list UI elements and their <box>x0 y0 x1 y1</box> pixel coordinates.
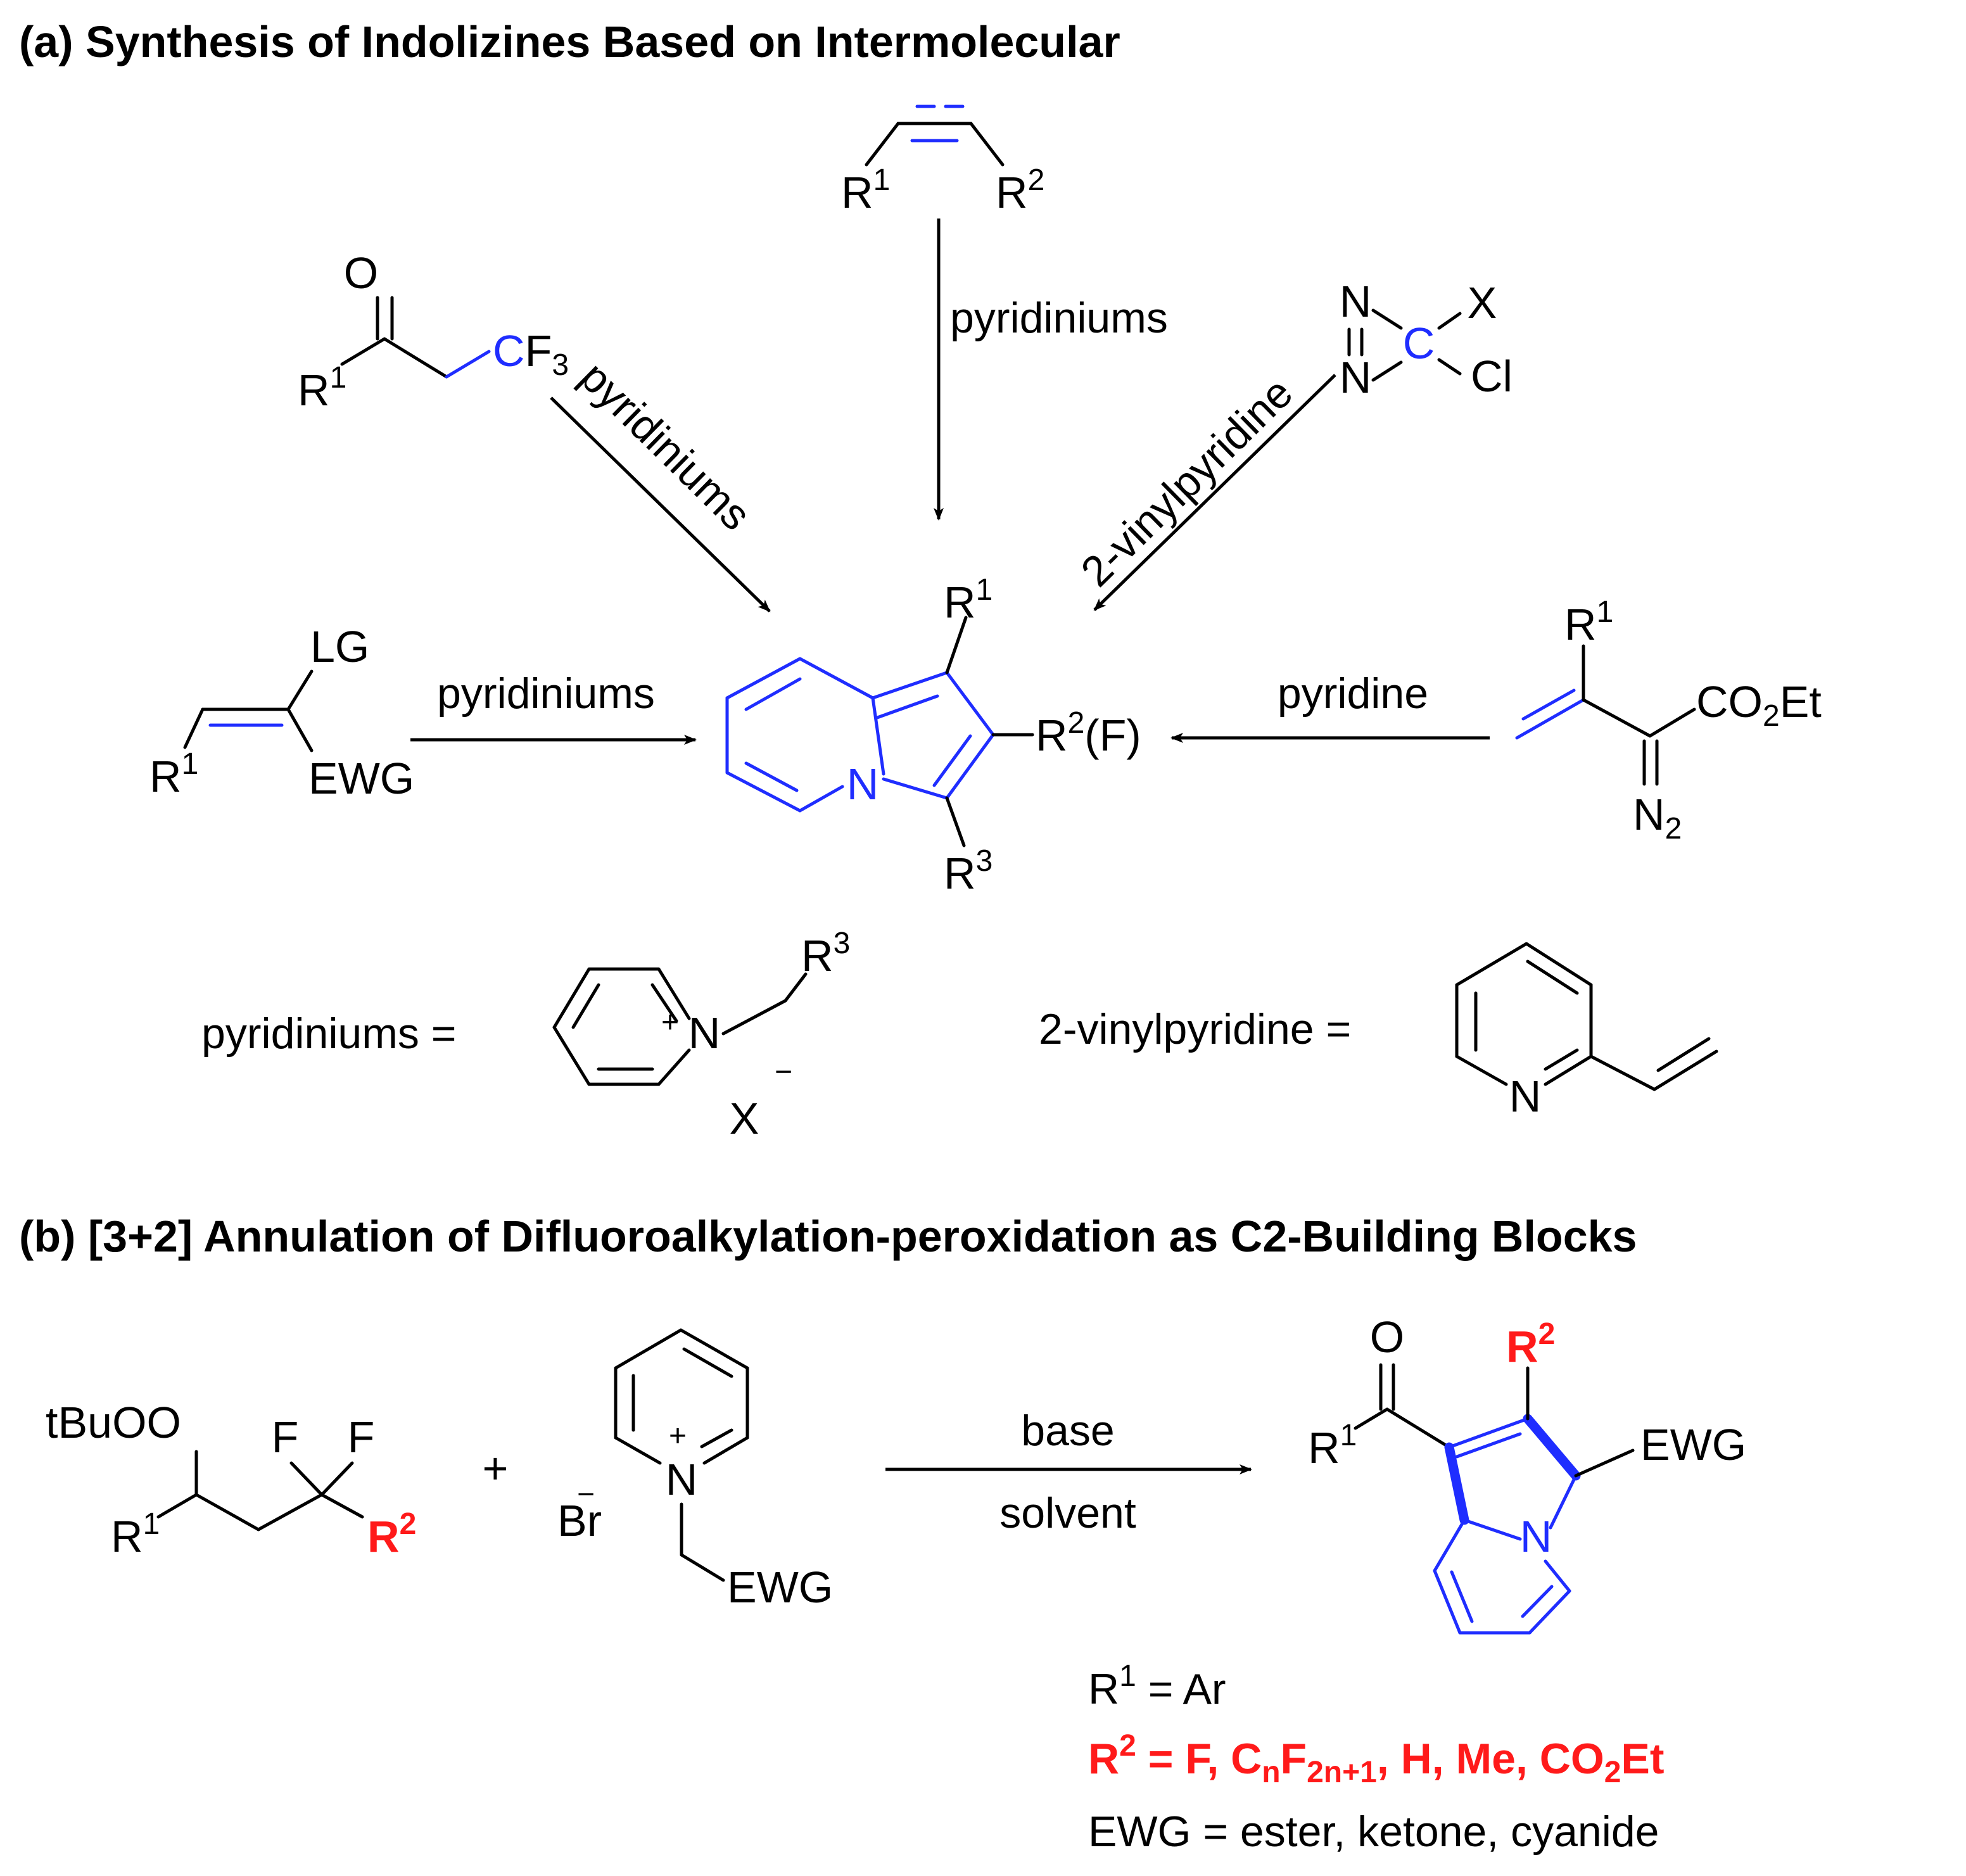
lg-ewg-alkene-substrate: LG EWG R1 <box>149 622 414 803</box>
condition-solvent: solvent <box>999 1489 1136 1537</box>
svg-text:EWG: EWG <box>1640 1420 1746 1469</box>
svg-text:N: N <box>1340 277 1372 326</box>
r1-label: R1 <box>1564 595 1613 649</box>
condition-base: base <box>1021 1407 1114 1455</box>
r1-label: R1 <box>298 361 346 415</box>
indolizine-product: N R1 R2(F) R3 <box>725 573 1141 898</box>
svg-text:F: F <box>348 1412 375 1462</box>
r2-label: R2 <box>996 163 1044 217</box>
label-pyridiniums-top: pyridiniums <box>950 294 1168 342</box>
svg-text:+: + <box>661 1006 679 1039</box>
difluoro-peroxide-substrate: tBuOO F F R1 R2 <box>46 1398 416 1561</box>
alkene-substrate: R1 R2 <box>841 105 1044 217</box>
svg-text:LG: LG <box>310 622 369 671</box>
svg-text:N: N <box>847 759 879 809</box>
pyridiniums-definition-label: pyridiniums = <box>201 1010 457 1058</box>
svg-text:N: N <box>688 1008 721 1058</box>
svg-text:X: X <box>1468 278 1497 327</box>
r2-highlight-label: R2 <box>367 1507 416 1561</box>
panel-a-title: (a) Synthesis of Indolizines Based on In… <box>19 17 1120 67</box>
svg-text:N: N <box>1509 1072 1542 1121</box>
svg-text:O: O <box>344 248 378 298</box>
r1-label: R1 <box>1308 1419 1357 1473</box>
arrow-diagonal-right <box>1093 374 1336 611</box>
r1-label: R1 <box>944 573 993 627</box>
svg-text:tBuOO: tBuOO <box>46 1398 181 1447</box>
svg-text:O: O <box>1370 1312 1404 1362</box>
svg-text:R3: R3 <box>801 927 850 980</box>
vinyl-diazo-ester-substrate: R1 CO2Et N2 <box>1515 595 1822 846</box>
acyl-indolizine-product: O R1 N R2 EWG <box>1308 1312 1746 1635</box>
svg-text:N: N <box>1520 1512 1552 1561</box>
svg-text:N: N <box>1340 353 1372 402</box>
svg-text:N2: N2 <box>1633 790 1682 846</box>
svg-text:N: N <box>666 1455 698 1504</box>
svg-text:Br: Br <box>557 1496 602 1545</box>
r1-label: R1 <box>841 163 890 217</box>
label-pyridine-right: pyridine <box>1278 669 1428 718</box>
note-ewg: EWG = ester, ketone, cyanide <box>1088 1808 1659 1856</box>
svg-text:−: − <box>577 1478 595 1511</box>
2-vinylpyridine-structure: N <box>1455 942 1718 1121</box>
svg-text:+: + <box>669 1419 687 1453</box>
arrow-diagonal-left <box>550 396 771 612</box>
panel-b-title: (b) [3+2] Annulation of Difluoroalkylati… <box>19 1212 1637 1261</box>
label-pyridiniums-left: pyridiniums <box>437 669 655 718</box>
svg-text:CF3: CF3 <box>493 326 569 382</box>
svg-text:−: − <box>775 1055 792 1089</box>
note-r2: R2 = F, CnF2n+1, H, Me, CO2Et <box>1088 1729 1664 1789</box>
svg-text:Cl: Cl <box>1471 352 1513 401</box>
plus-sign: + <box>483 1443 509 1493</box>
r1-label: R1 <box>149 747 198 801</box>
svg-text:X: X <box>730 1094 759 1143</box>
vinylpyridine-definition-label: 2-vinylpyridine = <box>1039 1005 1351 1053</box>
svg-text:CO2Et: CO2Et <box>1696 677 1822 733</box>
trifluoro-ketone-substrate: O R1 CF3 <box>298 248 569 415</box>
pyridinium-salt-structure: N + R3 X − <box>552 927 850 1143</box>
svg-text:F: F <box>272 1412 299 1462</box>
r2-highlight-label: R2 <box>1506 1317 1555 1371</box>
svg-text:EWG: EWG <box>727 1562 833 1612</box>
note-r1: R1 = Ar <box>1088 1659 1226 1713</box>
r3-label: R3 <box>944 844 993 898</box>
svg-text:EWG: EWG <box>308 754 414 803</box>
pyridinium-bromide-structure: N + EWG Br − <box>557 1328 833 1612</box>
label-2-vinylpyridine-diagonal: 2-vinylpyridine <box>1072 369 1302 596</box>
diazirine-substrate: N N C X Cl <box>1340 277 1513 402</box>
r2f-label: R2(F) <box>1036 706 1141 760</box>
r1-label: R1 <box>111 1507 160 1561</box>
svg-text:C: C <box>1403 319 1435 368</box>
